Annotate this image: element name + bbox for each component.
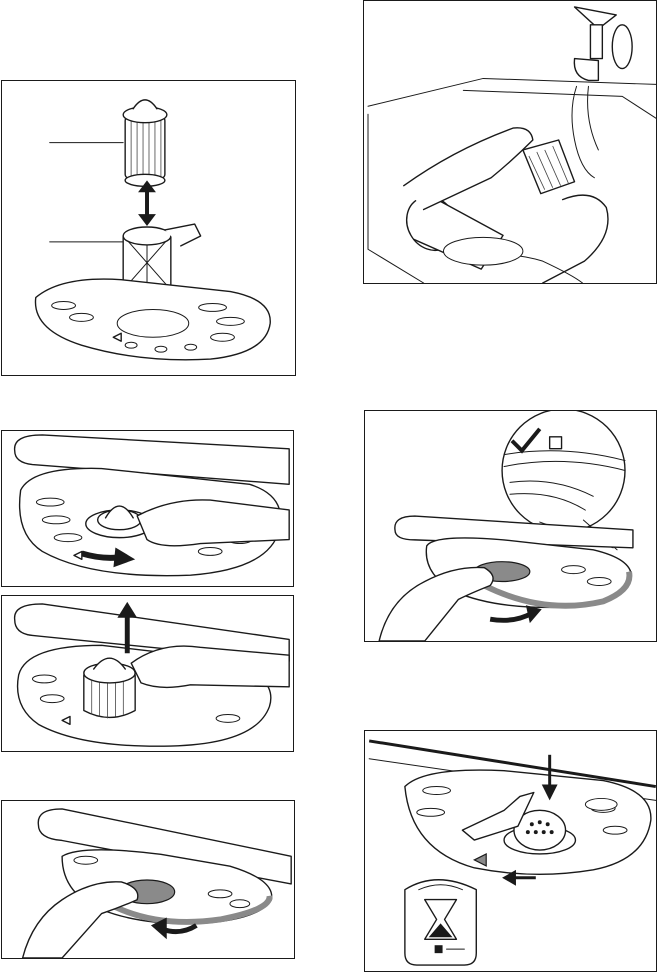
rinse-filters-drawing <box>364 1 656 283</box>
lift-filter-drawing <box>2 596 293 751</box>
figure-lift-filter-out <box>1 595 294 752</box>
water-tap-icon <box>572 7 632 178</box>
turn-filter-drawing <box>2 431 293 586</box>
filter-assembly-drawing <box>2 81 295 375</box>
figure-remove-flat-filter <box>1 800 295 959</box>
flat-filter-icon <box>35 279 270 360</box>
lock-detail-icon <box>405 880 476 965</box>
figure-turn-filter-left <box>1 430 294 587</box>
figure-lock-filter <box>364 730 657 972</box>
hand-icon <box>137 500 289 546</box>
remove-flat-filter-drawing <box>2 801 294 958</box>
rotate-arrow-icon <box>490 605 542 623</box>
figure-filter-assembly <box>1 80 296 376</box>
figure-refit-flat-filter <box>364 410 657 642</box>
refit-flat-filter-drawing <box>365 411 656 641</box>
fine-filter-icon <box>123 100 167 186</box>
filter-icon <box>84 658 135 718</box>
hand-icon <box>23 882 138 958</box>
lock-filter-drawing <box>365 731 656 971</box>
double-arrow-icon <box>138 180 156 226</box>
figure-rinse-filters <box>363 0 657 284</box>
hand-icon <box>379 567 493 641</box>
